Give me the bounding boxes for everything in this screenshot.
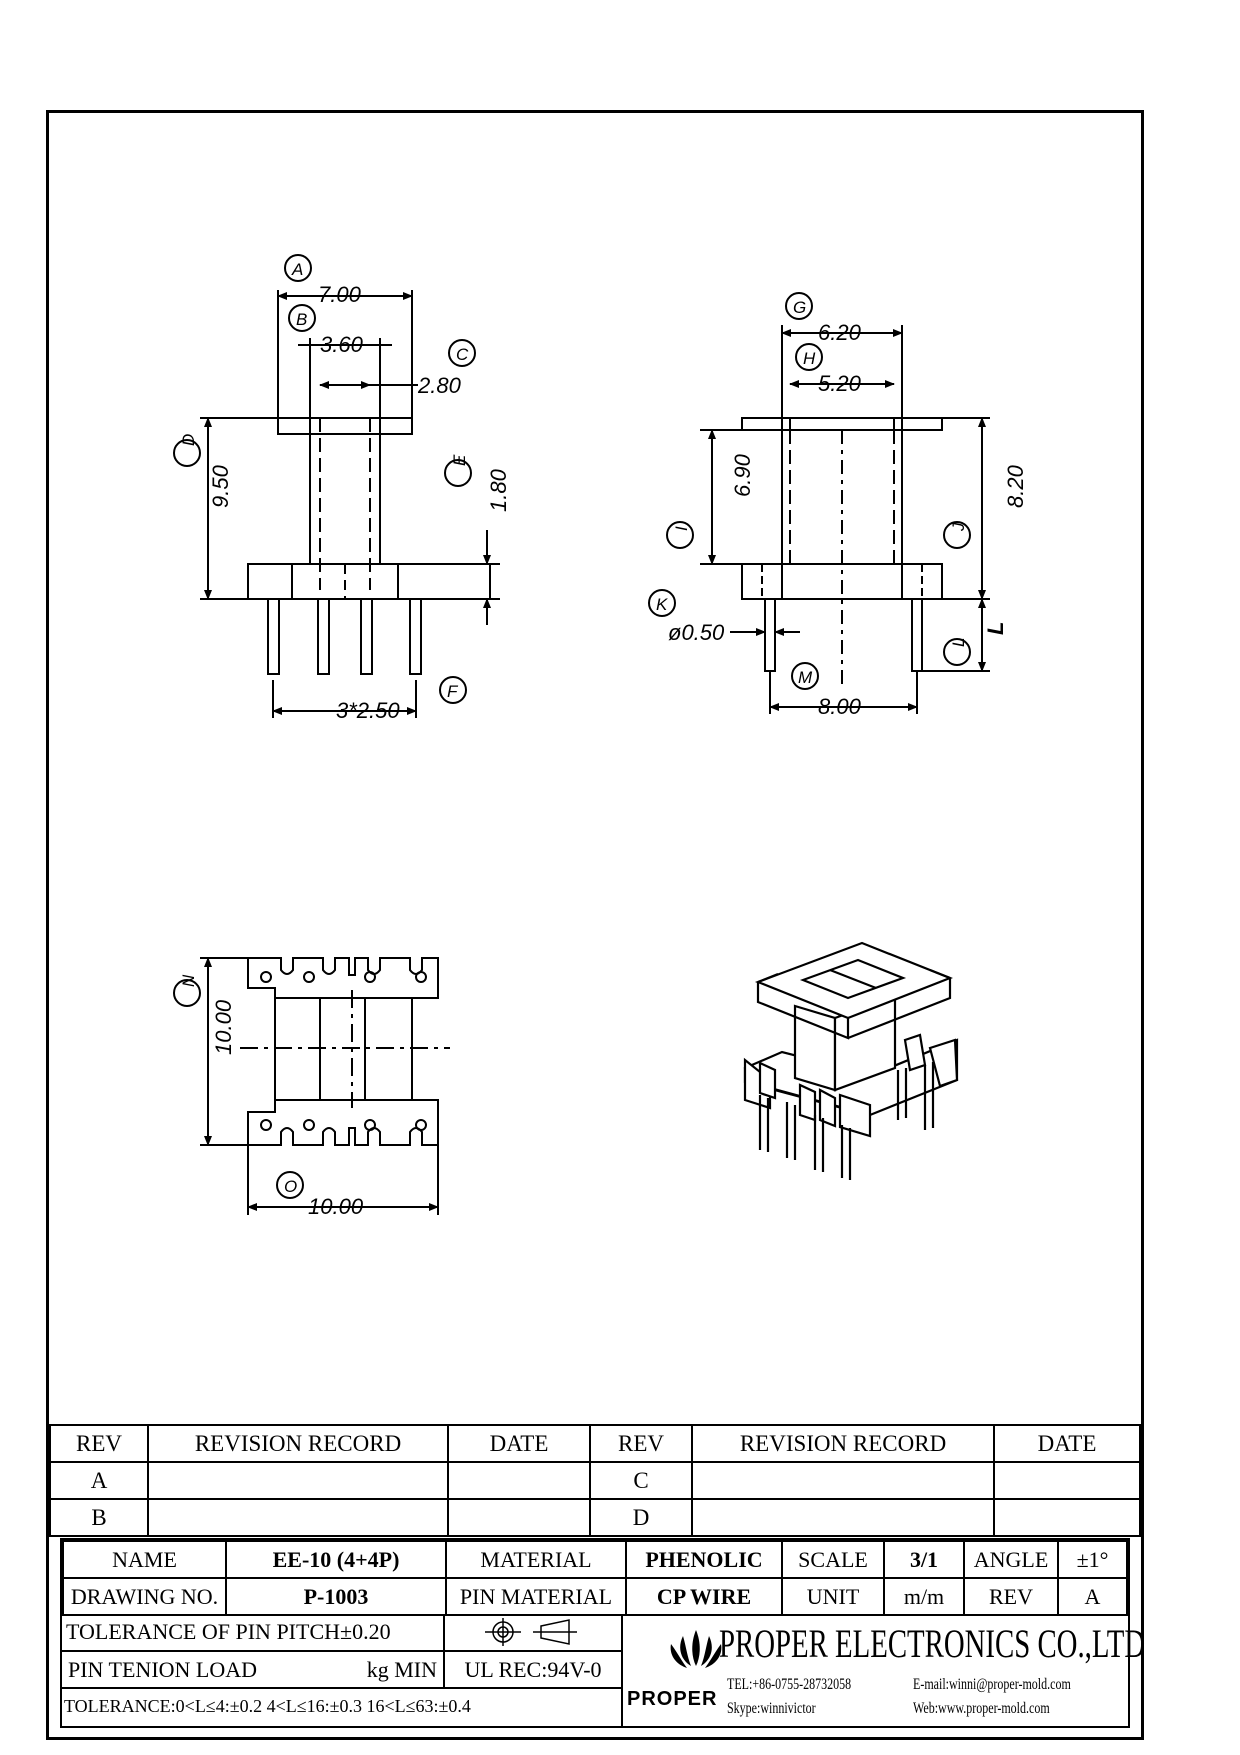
skype: Skype:winnivictor	[727, 1700, 816, 1717]
table-row: A C	[49, 1461, 1141, 1500]
svg-text:I: I	[672, 526, 691, 531]
pin-material-value: CP WIRE	[625, 1577, 783, 1616]
rev-cell: B	[49, 1498, 149, 1537]
material-label: MATERIAL	[445, 1540, 627, 1579]
svg-text:E: E	[450, 454, 469, 466]
isometric-view	[743, 941, 959, 1180]
proper-logo-icon	[670, 1630, 722, 1668]
svg-text:J: J	[949, 522, 968, 532]
company-name: PROPER ELECTRONICS CO.,LTD	[719, 1621, 1146, 1666]
svg-text:H: H	[803, 349, 816, 368]
unit-value: m/m	[883, 1577, 965, 1616]
front-view	[173, 254, 500, 718]
name-value: EE-10 (4+4P)	[225, 1540, 447, 1579]
svg-text:7.00: 7.00	[318, 282, 362, 307]
pin-tension-unit: kg MIN	[366, 1657, 437, 1682]
title-block: NAME EE-10 (4+4P) MATERIAL PHENOLIC SCAL…	[60, 1538, 1145, 1728]
tolerance-row: TOLERANCE:0<L≤4:±0.2 4<L≤16:±0.3 16<L≤63…	[64, 1696, 471, 1716]
svg-text:K: K	[656, 595, 668, 614]
svg-text:D: D	[179, 434, 198, 446]
tolerance-block: TOLERANCE OF PIN PITCH±0.20 PIN TENION L…	[62, 1614, 622, 1726]
svg-text:F: F	[447, 682, 459, 701]
material-value: PHENOLIC	[625, 1540, 783, 1579]
date-cell	[993, 1461, 1141, 1500]
svg-text:6.20: 6.20	[818, 320, 862, 345]
pin-tension-label: PIN TENION LOAD	[68, 1657, 258, 1682]
front-view-text: A B C D E F 7.00 3.60 2.80 9.50 1.80 3*2…	[179, 260, 511, 723]
title-row-1: NAME EE-10 (4+4P) MATERIAL PHENOLIC SCAL…	[62, 1540, 1128, 1579]
svg-text:3.60: 3.60	[320, 332, 364, 357]
drawing-canvas: A B C D E F 7.00 3.60 2.80 9.50 1.80 3*2…	[173, 254, 1028, 1219]
svg-text:6.90: 6.90	[730, 453, 755, 497]
revision-record-header: REVISION RECORD	[147, 1424, 449, 1463]
svg-text:8.00: 8.00	[818, 694, 862, 719]
svg-text:N: N	[179, 974, 198, 987]
drawing-no-label: DRAWING NO.	[62, 1577, 227, 1616]
web: Web:www.proper-mold.com	[913, 1700, 1050, 1717]
drawing-no-value: P-1003	[225, 1577, 447, 1616]
record-cell	[147, 1498, 449, 1537]
bottom-view-text: N O 10.00 10.00	[179, 974, 364, 1219]
projection-symbol	[445, 1614, 621, 1652]
bottom-view	[173, 957, 450, 1215]
record-cell	[691, 1461, 995, 1500]
rev-cell: D	[589, 1498, 693, 1537]
brand-name: PROPER	[627, 1688, 718, 1710]
scale-label: SCALE	[781, 1540, 885, 1579]
company-block: PROPER PROPER ELECTRONICS CO.,LTD TEL:+8…	[621, 1614, 1145, 1726]
date-cell	[993, 1498, 1141, 1537]
date-cell	[447, 1498, 591, 1537]
svg-text:1.80: 1.80	[486, 468, 511, 512]
scale-value: 3/1	[883, 1540, 965, 1579]
rev-cell: A	[49, 1461, 149, 1500]
svg-text:C: C	[456, 345, 469, 364]
rev-value: A	[1057, 1577, 1128, 1616]
svg-text:10.00: 10.00	[211, 999, 236, 1055]
table-row: B D	[49, 1498, 1141, 1537]
ul-rating: UL REC:94V-0	[445, 1652, 621, 1689]
svg-text:10.00: 10.00	[308, 1194, 364, 1219]
pin-material-label: PIN MATERIAL	[445, 1577, 627, 1616]
side-view-text: G H I J K L M 6.20 5.20 6.90 8.20 ø0.50 …	[656, 298, 1028, 719]
name-label: NAME	[62, 1540, 227, 1579]
svg-text:L: L	[949, 638, 968, 647]
email: E-mail:winni@proper-mold.com	[913, 1676, 1071, 1693]
revision-table: REV REVISION RECORD DATE REV REVISION RE…	[49, 1424, 1141, 1537]
title-row-2: DRAWING NO. P-1003 PIN MATERIAL CP WIRE …	[62, 1577, 1128, 1616]
svg-text:A: A	[291, 260, 303, 279]
rev-cell: C	[589, 1461, 693, 1500]
pin-pitch-row: TOLERANCE OF PIN PITCH±0.20	[62, 1614, 445, 1652]
unit-label: UNIT	[781, 1577, 885, 1616]
svg-text:2.80: 2.80	[417, 373, 462, 398]
svg-text:5.20: 5.20	[818, 371, 862, 396]
rev-label: REV	[963, 1577, 1059, 1616]
svg-text:ø0.50: ø0.50	[668, 620, 725, 645]
record-cell	[147, 1461, 449, 1500]
svg-text:G: G	[793, 298, 806, 317]
svg-text:9.50: 9.50	[208, 464, 233, 508]
drawing-frame	[46, 110, 1144, 1740]
svg-text:M: M	[798, 668, 813, 687]
date-header-2: DATE	[993, 1424, 1141, 1463]
record-cell	[691, 1498, 995, 1537]
svg-text:L: L	[983, 622, 1008, 635]
title-block-table: NAME EE-10 (4+4P) MATERIAL PHENOLIC SCAL…	[62, 1540, 1128, 1616]
date-header: DATE	[447, 1424, 591, 1463]
angle-label: ANGLE	[963, 1540, 1059, 1579]
side-view	[648, 292, 990, 714]
rev-header: REV	[49, 1424, 149, 1463]
svg-text:O: O	[284, 1177, 297, 1196]
revision-header-row: REV REVISION RECORD DATE REV REVISION RE…	[49, 1424, 1141, 1463]
date-cell	[447, 1461, 591, 1500]
svg-text:3*2.50: 3*2.50	[336, 698, 400, 723]
tel: TEL:+86-0755-28732058	[727, 1676, 852, 1693]
svg-text:B: B	[296, 310, 307, 329]
angle-value: ±1°	[1057, 1540, 1128, 1579]
pin-tension-row: PIN TENION LOAD kg MIN	[62, 1652, 445, 1689]
revision-record-header-2: REVISION RECORD	[691, 1424, 995, 1463]
svg-text:8.20: 8.20	[1003, 464, 1028, 508]
rev-header-2: REV	[589, 1424, 693, 1463]
